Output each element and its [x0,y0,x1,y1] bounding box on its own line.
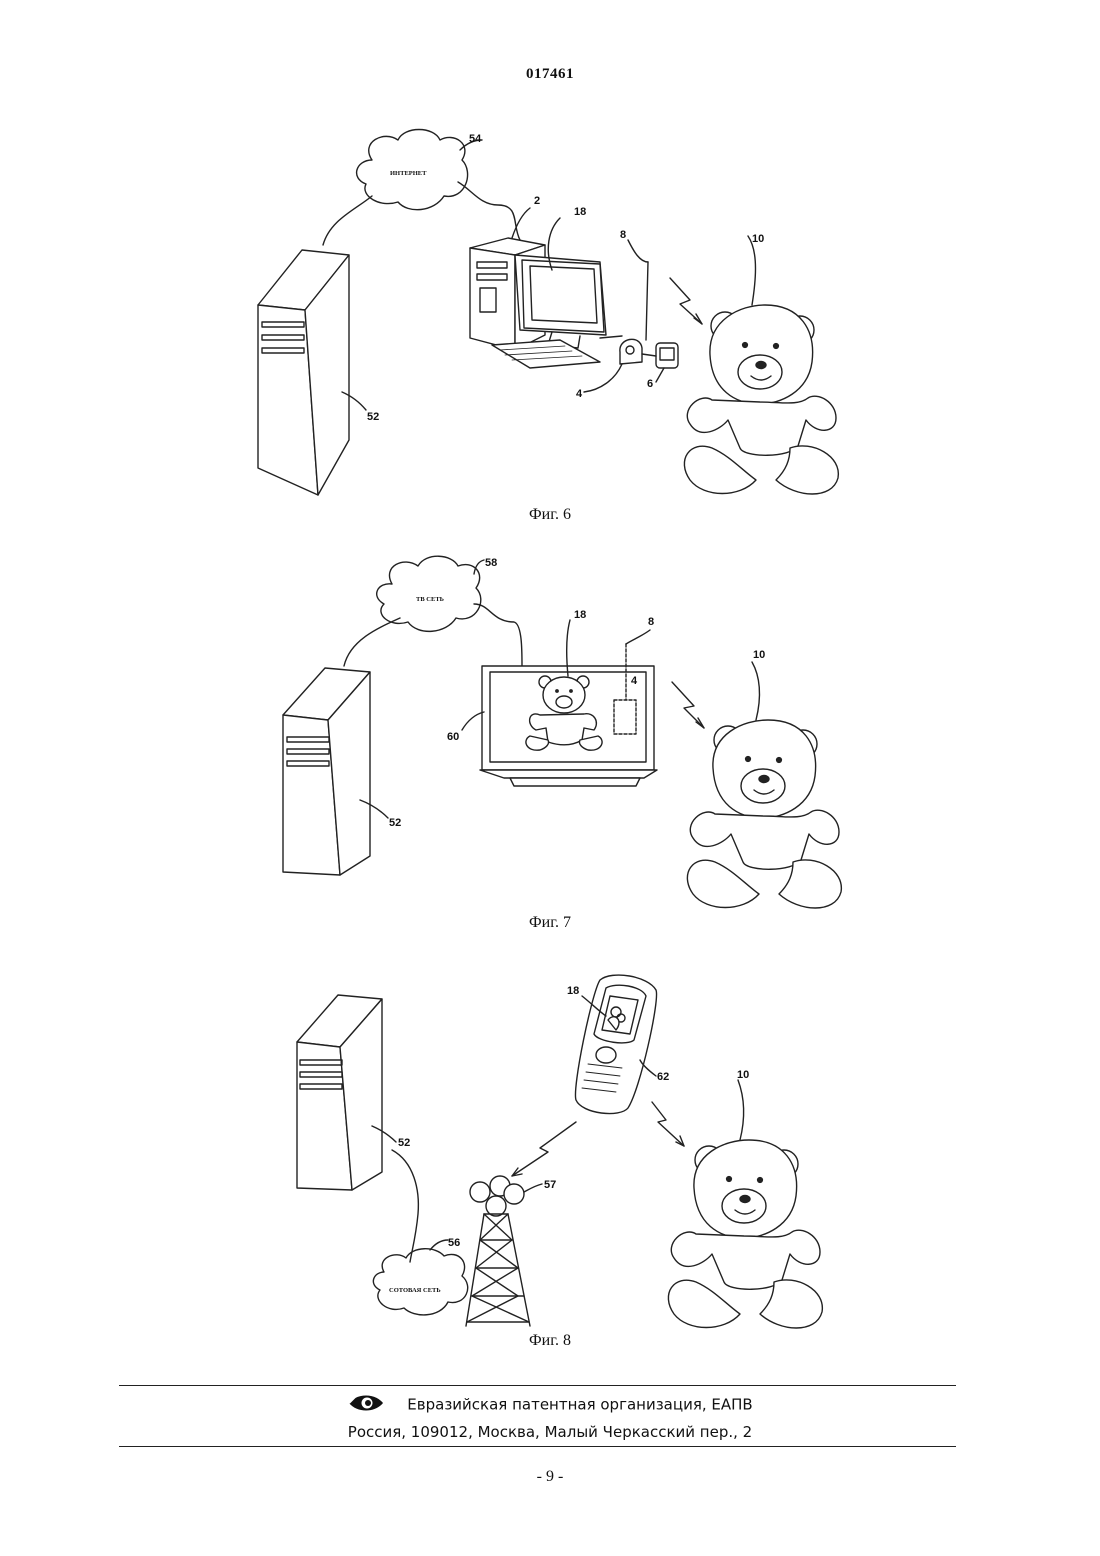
phone-to-tower-signal [512,1122,576,1176]
ref-label-toy: 10 [752,233,764,245]
antenna [646,262,648,340]
cloud-label: СОТОВАЯ СЕТЬ [389,1287,441,1294]
ref-label-screen: 18 [574,609,586,621]
cloud-label: ИНТЕРНЕТ [390,170,427,177]
ref-label-server: 52 [389,817,401,829]
server-to-cloud-link [344,618,400,666]
ref-label-server: 52 [398,1137,410,1149]
figure-caption: Фиг. 8 [0,1332,1100,1350]
footer-address: Россия, 109012, Москва, Малый Черкасский… [0,1423,1100,1441]
cloud-to-computer-link [458,182,520,240]
teddy-bear-toy [668,1080,822,1328]
ref-label-screen: 18 [574,206,586,218]
ref-label-cloud: 58 [485,557,497,569]
server-to-cloud-link [392,1150,418,1262]
footer-organization: Евразийская патентная организация, ЕАПВ [0,1393,1100,1417]
page-number: - 9 - [0,1468,1100,1486]
server-to-cloud-link [323,196,372,245]
phone-to-toy-signal [652,1102,684,1146]
teddy-bear-toy [684,236,838,494]
ref-label-tv: 60 [447,731,459,743]
eapo-logo [347,1393,385,1417]
wireless-dongle [642,343,678,382]
ref-label-phone: 62 [657,1071,669,1083]
server-tower [258,250,366,495]
teddy-bear-toy [687,662,841,908]
ref-label-cloud: 54 [469,133,482,145]
cloud-label: ТВ СЕТЬ [416,596,444,603]
ref-label-toy: 10 [753,649,765,661]
ref-label-tower: 57 [544,1179,556,1191]
ref-label-antenna: 8 [648,616,654,628]
footer-bottom-rule [119,1446,956,1447]
figure-6: 54 2 18 8 10 4 6 52 ИНТЕРНЕТ Фиг. 6 [0,0,1100,540]
cellular-network-cloud [373,1240,467,1315]
ref-label-screen: 18 [567,985,579,997]
org-name: Евразийская патентная организация, ЕАПВ [407,1396,752,1414]
ref-label-dongle: 6 [647,378,653,390]
desktop-computer [470,238,622,368]
ref-label-speaker: 4 [576,388,583,400]
figure-8: 18 62 10 52 57 56 СОТОВАЯ СЕТЬ Фиг. 8 [0,950,1100,1360]
ref-label-computer: 2 [534,195,540,207]
footer-top-rule [119,1385,956,1386]
figure-7: 58 18 8 4 10 60 52 ТВ СЕТЬ Фиг. 7 [0,540,1100,940]
ref-label-antenna: 8 [620,229,626,241]
ref-label-toy: 10 [737,1069,749,1081]
tv-network-cloud [377,556,484,631]
cell-tower [466,1176,530,1326]
figure-caption: Фиг. 6 [0,506,1100,524]
speaker-device [584,339,642,392]
cloud-to-tv-link [474,604,522,666]
server-tower [297,995,396,1190]
ref-label-cloud: 56 [448,1237,460,1249]
ref-label-server: 52 [367,411,379,423]
figure-caption: Фиг. 7 [0,914,1100,932]
server-tower [283,668,388,875]
mobile-phone [575,975,656,1114]
ref-label-module: 4 [631,675,638,687]
